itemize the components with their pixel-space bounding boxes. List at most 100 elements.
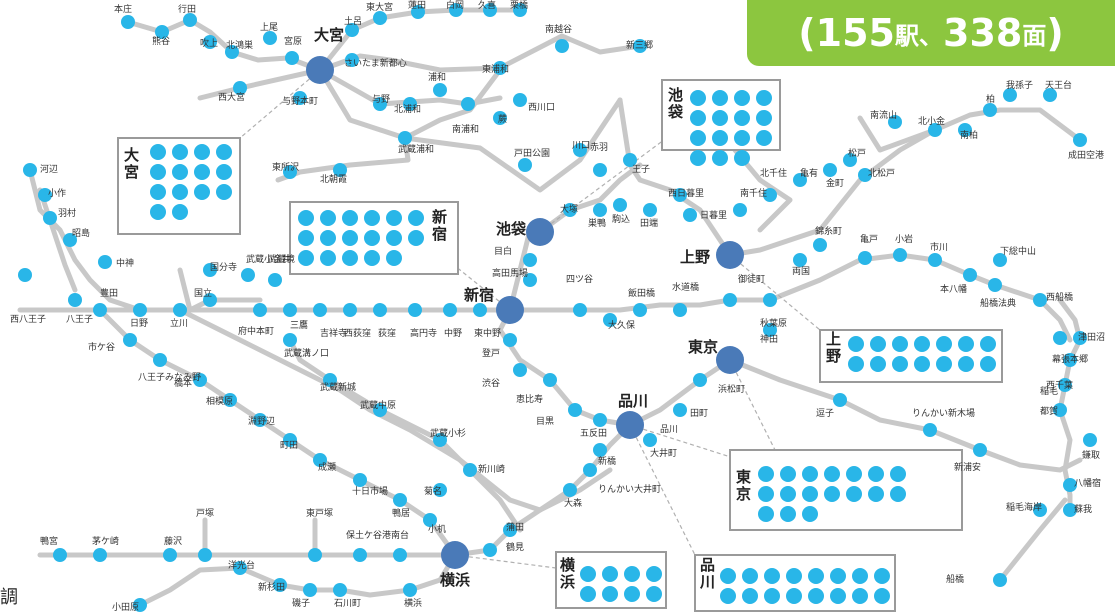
station-label: 飯田橋 — [628, 287, 655, 299]
hub-box-dot — [646, 586, 662, 602]
station-label: 松戸 — [848, 147, 866, 159]
hub-box-dot — [846, 486, 862, 502]
station-dot — [513, 93, 527, 107]
station-label: 吉祥寺 — [320, 327, 347, 339]
station-dot — [568, 403, 582, 417]
station-dot — [353, 473, 367, 487]
station-dot — [523, 253, 537, 267]
station-label: 品川 — [660, 424, 678, 435]
station-dot — [283, 303, 297, 317]
station-label: 大塚 — [560, 203, 578, 215]
station-label: 鎌取 — [1082, 449, 1100, 461]
hub-box-dot — [690, 110, 706, 126]
station-dot — [723, 293, 737, 307]
station-dot — [68, 293, 82, 307]
hub-box-dot — [980, 336, 996, 352]
station-label: 武蔵浦和 — [398, 143, 434, 155]
station-label: 八王子 — [66, 314, 93, 325]
station-label: 水道橋 — [672, 281, 699, 293]
station-unit: 駅、 — [895, 16, 943, 51]
hub-box-dot — [734, 90, 750, 106]
hub-box-label: 品川 — [699, 556, 715, 591]
station-label: りんかい新木場 — [912, 407, 975, 419]
station-label: 橋本 — [174, 377, 192, 389]
station-label: 菊名 — [424, 485, 442, 497]
hub-box-dot — [712, 150, 728, 166]
hub-box-dot — [958, 356, 974, 372]
hub-box-dot — [852, 588, 868, 604]
hub-box-dot — [172, 164, 188, 180]
station-dot — [643, 203, 657, 217]
station-label: 船橋法典 — [980, 297, 1016, 309]
hub-box-dot — [802, 486, 818, 502]
station-label: 金町 — [826, 177, 844, 189]
station-dot — [563, 483, 577, 497]
hub-box-dot — [646, 566, 662, 582]
station-dot — [53, 548, 67, 562]
station-label: 逗子 — [816, 408, 834, 419]
station-dot — [133, 303, 147, 317]
station-label: 成瀬 — [318, 461, 336, 473]
station-dot — [241, 268, 255, 282]
hub-dot — [496, 296, 524, 324]
station-label: 鶴見 — [506, 541, 524, 553]
hub-box-dot — [320, 210, 336, 226]
station-dot — [1033, 293, 1047, 307]
station-dot — [23, 163, 37, 177]
hub-box — [820, 330, 1002, 382]
station-label: 北朝霞 — [320, 174, 347, 185]
hub-box-dot — [150, 204, 166, 220]
hub-box-dot — [780, 506, 796, 522]
hub-box-dot — [298, 210, 314, 226]
hub-box-dot — [756, 90, 772, 106]
station-label: 亀有 — [800, 167, 818, 179]
hub-box-dot — [852, 568, 868, 584]
station-label: 小岩 — [895, 233, 913, 245]
station-dot — [393, 548, 407, 562]
station-dot — [1053, 331, 1067, 345]
hub-box-dot — [150, 164, 166, 180]
hub-box-label: 池袋 — [667, 86, 684, 121]
station-label: 西荻窪 — [344, 327, 371, 339]
station-label: 目黒 — [536, 416, 554, 427]
station-dot — [593, 203, 607, 217]
station-label: 日暮里 — [700, 209, 727, 221]
station-label: 東戸塚 — [306, 507, 333, 519]
station-dot — [93, 303, 107, 317]
station-label: 錦糸町 — [815, 225, 842, 237]
station-dot — [993, 573, 1007, 587]
station-label: 相模原 — [206, 395, 233, 407]
station-dot — [643, 433, 657, 447]
station-label: 荻窪 — [378, 327, 396, 339]
station-dot — [268, 273, 282, 287]
station-dot — [593, 163, 607, 177]
hub-box-dot — [150, 184, 166, 200]
hub-box-dot — [786, 568, 802, 584]
hub-box-dot — [342, 250, 358, 266]
station-label: 行田 — [178, 3, 196, 15]
station-label: 船橋 — [946, 573, 964, 585]
station-dot — [183, 13, 197, 27]
station-dot — [793, 253, 807, 267]
station-label: 秋葉原 — [760, 317, 787, 329]
hub-box-dot — [870, 356, 886, 372]
station-dot — [373, 11, 387, 25]
station-label: 幕張本郷 — [1052, 353, 1088, 365]
hub-box-dot — [172, 144, 188, 160]
hub-label: 横浜 — [440, 571, 470, 589]
hub-box-dot — [734, 110, 750, 126]
hub-box-dot — [764, 588, 780, 604]
station-dot — [98, 255, 112, 269]
station-label: 北浦和 — [394, 103, 421, 115]
station-label: 河辺 — [40, 163, 58, 175]
station-label: 浜松町 — [718, 383, 745, 395]
station-label: 豊田 — [100, 287, 118, 299]
hub-box-dot — [802, 506, 818, 522]
station-label: 西日暮里 — [668, 187, 704, 199]
hub-box-dot — [758, 466, 774, 482]
station-label: 蕨 — [498, 113, 507, 125]
station-label: 港南台 — [382, 529, 409, 541]
station-label: 西八王子 — [10, 314, 46, 325]
station-dot — [43, 211, 57, 225]
hub-box-dot — [846, 466, 862, 482]
